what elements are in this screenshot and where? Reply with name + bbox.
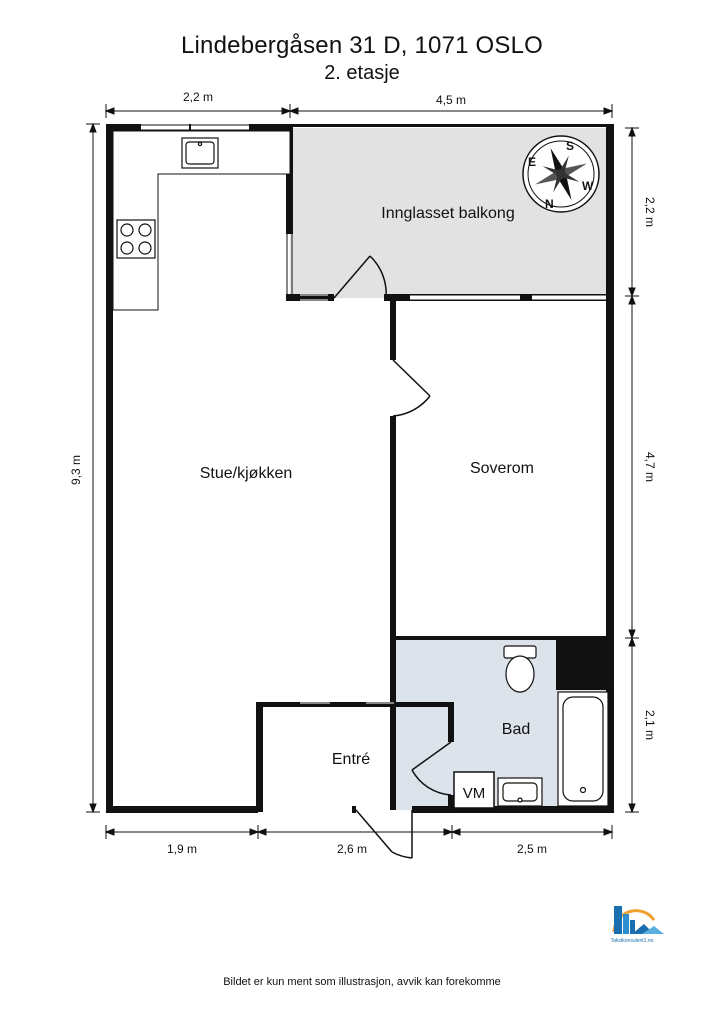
compass-west: W xyxy=(582,179,594,193)
room-label-bedroom: Soverom xyxy=(470,460,534,477)
balcony-left-wall xyxy=(286,124,293,298)
cooktop xyxy=(116,219,156,259)
balcony-bottom-wall xyxy=(286,294,614,301)
room-label-bath: Bad xyxy=(502,721,530,738)
disclaimer: Bildet er kun ment som illustrasjon, avv… xyxy=(223,976,501,988)
room-label-balcony: Innglasset balkong xyxy=(381,205,514,222)
compass-south: S xyxy=(566,139,574,153)
room-label-living: Stue/kjøkken xyxy=(200,465,292,482)
vm-label: VM xyxy=(463,785,486,802)
dimension-lines xyxy=(86,104,639,839)
dim-bottom-mid: 2,6 m xyxy=(337,842,367,856)
compass-north: N xyxy=(545,197,554,211)
dim-right-balcony: 2,2 m xyxy=(643,197,657,227)
entry-walls xyxy=(256,702,454,812)
washbasin xyxy=(497,777,543,807)
dim-top-right: 4,5 m xyxy=(436,93,466,107)
kitchen-sink xyxy=(181,137,219,169)
bedroom-door xyxy=(392,359,431,417)
company-logo: Takstkonsulent1.no xyxy=(611,906,664,944)
bathtub xyxy=(557,691,609,807)
main-door xyxy=(355,809,413,859)
bath-door xyxy=(411,741,452,796)
compass-east: E xyxy=(528,155,536,169)
dim-left: 9,3 m xyxy=(69,455,83,485)
shaft-block xyxy=(556,638,610,690)
dim-right-bedroom: 4,7 m xyxy=(643,452,657,482)
vm-box xyxy=(453,771,495,809)
logo-text: Takstkonsulent1.no xyxy=(611,938,654,944)
dim-right-bath: 2,1 m xyxy=(643,710,657,740)
toilet xyxy=(503,645,537,693)
bedroom-south-wall xyxy=(390,636,612,640)
floor-label: 2. etasje xyxy=(324,62,400,84)
dim-bottom-right: 2,5 m xyxy=(517,842,547,856)
kitchen-counter xyxy=(112,130,291,311)
balcony-door xyxy=(333,255,387,299)
kitchen-window xyxy=(139,124,251,131)
bedroom-west-wall xyxy=(390,298,396,810)
room-label-entry: Entré xyxy=(332,751,370,768)
address-title: Lindebergåsen 31 D, 1071 OSLO xyxy=(180,32,544,59)
compass-rose xyxy=(522,135,600,213)
dim-bottom-left: 1,9 m xyxy=(167,842,197,856)
dim-top-left: 2,2 m xyxy=(183,90,213,104)
